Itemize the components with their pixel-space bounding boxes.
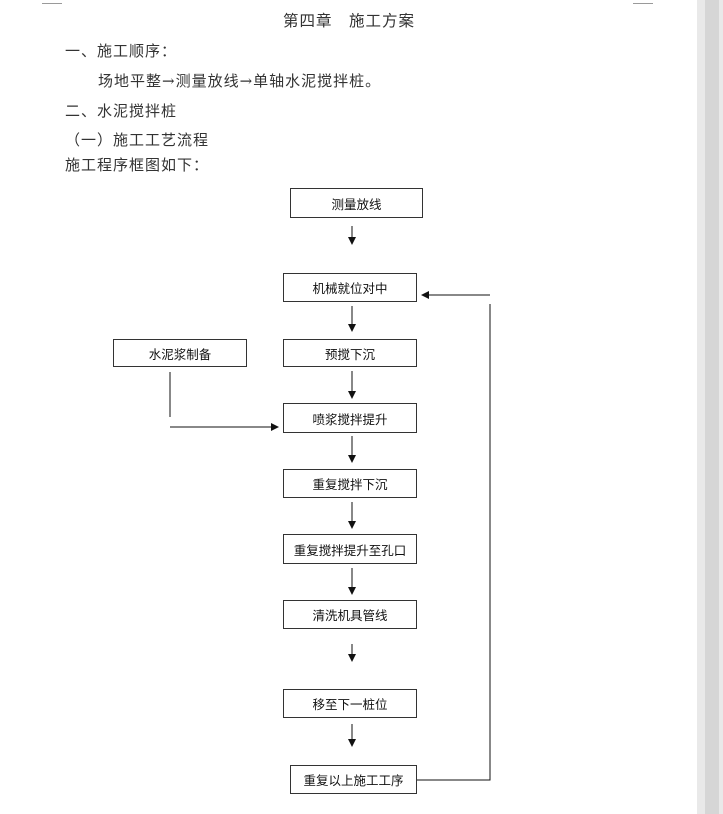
flow-step-9: 重复以上施工工序 [290,765,417,794]
section-1-heading: 一、施工顺序： [65,42,178,60]
flowchart-connectors [169,226,491,781]
flow-step-8: 移至下一桩位 [283,689,417,718]
section-2-heading: 二、水泥搅拌桩 [65,102,178,120]
flow-step-3: 预搅下沉 [283,339,417,367]
flow-step-6: 重复搅拌提升至孔口 [283,534,417,564]
flow-step-5: 重复搅拌下沉 [283,469,417,498]
flow-step-2: 机械就位对中 [283,273,417,302]
flow-step-7: 清洗机具管线 [283,600,417,629]
flowchart-intro: 施工程序框图如下： [65,156,210,174]
document-page: 第四章 施工方案 一、施工顺序： 场地平整→测量放线→单轴水泥搅拌桩。 二、水泥… [42,0,653,794]
page-corner-mark-right [633,0,653,4]
loop-back-connector [417,304,491,781]
vertical-scrollbar[interactable] [697,0,723,814]
section-1-content: 场地平整→测量放线→单轴水泥搅拌桩。 [98,72,382,90]
page-corner-mark-left [42,0,62,4]
chapter-title: 第四章 施工方案 [283,12,416,30]
flow-step-1: 测量放线 [290,188,423,218]
flow-side-input: 水泥浆制备 [113,339,247,367]
section-2-subheading: （一）施工工艺流程 [65,131,210,149]
scrollbar-track[interactable] [705,0,719,814]
flow-step-4: 喷浆搅拌提升 [283,403,417,433]
